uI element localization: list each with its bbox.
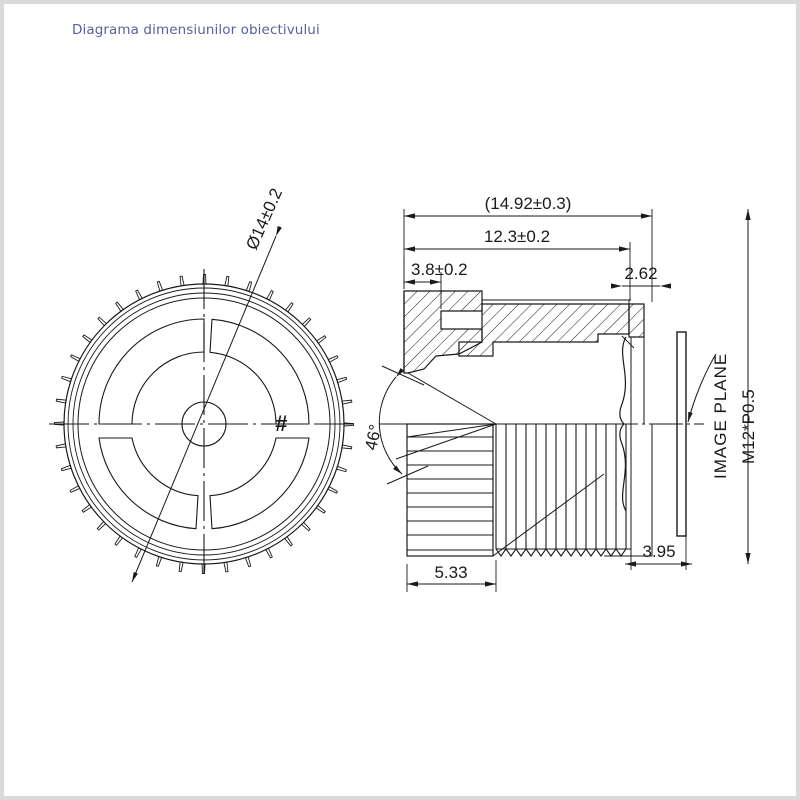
rear-step-section	[628, 303, 645, 338]
lens-mount-tick	[621, 335, 635, 349]
front-view: # Ø14±0.2	[49, 185, 359, 583]
angle-ray-lower	[386, 465, 429, 485]
arc-slot-upper-extra	[209, 318, 310, 425]
image-plane-leader	[687, 353, 717, 423]
cone-line-lower	[395, 423, 497, 460]
dimension-rear-step-label: 2.62	[624, 264, 657, 283]
outline-lower	[395, 372, 653, 557]
cone-line-upper	[407, 372, 497, 425]
section-view: 46° (14.92±0.3	[361, 194, 758, 592]
cone-line-diag2	[492, 473, 605, 557]
angle-ray-upper	[381, 365, 425, 386]
dimension-body-length: 12.3±0.2	[404, 227, 630, 252]
angle-callout-46: 46°	[361, 365, 429, 485]
angle-arc	[378, 367, 405, 475]
lens-dimension-drawing: # Ø14±0.2	[49, 185, 758, 592]
m12-thread-profile	[495, 423, 631, 557]
image-plane-label: IMAGE PLANE	[711, 353, 730, 479]
lens-curve-lower	[619, 423, 627, 512]
dimension-rear-step: 2.62	[611, 264, 671, 289]
dimension-front-flange: 3.8±0.2	[404, 260, 468, 285]
barrel-section-upper	[458, 303, 630, 357]
dimension-overall-length: (14.92±0.3)	[404, 194, 652, 219]
front-flange-section	[403, 290, 483, 374]
thread-spec-label: M12*P0.5	[739, 389, 758, 464]
angle-label: 46°	[361, 423, 385, 452]
dimension-body-length-label: 12.3±0.2	[484, 227, 550, 246]
knurl-symbol: #	[275, 411, 288, 436]
dimension-thread-to-image: 3.95	[625, 542, 692, 567]
arc-slot-lower-right	[209, 437, 310, 530]
outer-diameter-label: Ø14±0.2	[242, 185, 286, 252]
diameter-leader-line	[131, 225, 282, 583]
dimension-front-flange-label: 3.8±0.2	[411, 260, 468, 279]
cone-line-diag	[406, 423, 497, 438]
extension-lines	[403, 209, 687, 592]
knurl-grip-body	[406, 423, 494, 557]
arc-slot-lower-left	[98, 437, 199, 530]
lens-curve-upper	[619, 336, 627, 425]
dimension-overall-length-label: (14.92±0.3)	[485, 194, 572, 213]
dimension-thread-to-image-label: 3.95	[642, 542, 675, 561]
image-plane-rect	[676, 331, 687, 537]
dimension-knurl-length-label: 5.33	[434, 563, 467, 582]
page-title: Diagrama dimensiunilor obiectivului	[72, 22, 320, 38]
housing-section-upper	[403, 290, 645, 424]
knurl-grip-lines	[407, 436, 493, 551]
dimension-knurl-length: 5.33	[407, 563, 496, 587]
